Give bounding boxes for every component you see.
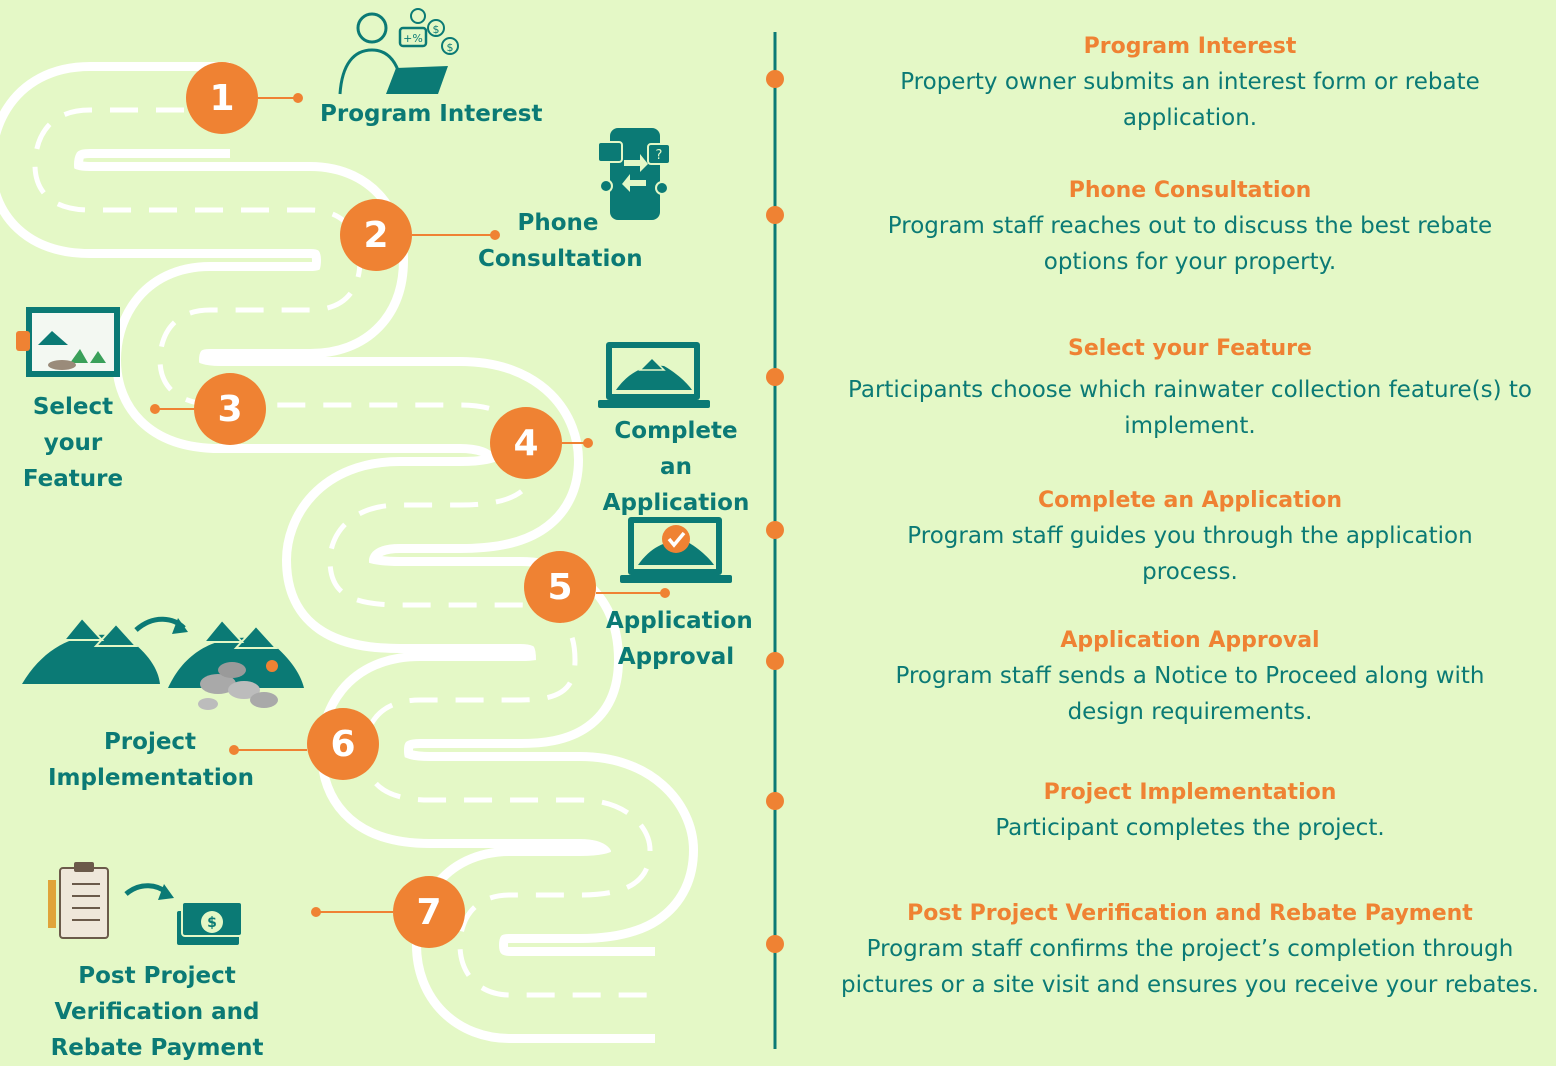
- house-to-rock-garden-icon: [22, 616, 304, 710]
- step-2-label: Phone Consultation: [478, 210, 643, 272]
- step-5-number: 5: [524, 551, 596, 623]
- step-7-number: 7: [393, 876, 465, 948]
- desc-title: Application Approval: [1060, 628, 1320, 653]
- desc-text: Property owner submits an interest form …: [900, 69, 1480, 131]
- desc-title: Post Project Verification and Rebate Pay…: [907, 901, 1473, 926]
- desc-title: Complete an Application: [1038, 488, 1342, 513]
- step-4-label: Complete an Application: [602, 418, 750, 516]
- step-1-number: 1: [186, 62, 258, 134]
- step-6-label: Project Implementation: [48, 729, 254, 791]
- desc-step-1: Program Interest Property owner submits …: [820, 30, 1556, 136]
- desc-step-4: Complete an Application Program staff gu…: [820, 484, 1556, 590]
- svg-text:?: ?: [656, 148, 663, 163]
- desc-title: Program Interest: [1083, 34, 1297, 59]
- desc-text: Program staff reaches out to discuss the…: [887, 213, 1493, 275]
- step-3-label: Select your Feature: [22, 394, 124, 492]
- clipboard-garden-icon: [16, 307, 120, 377]
- svg-text:$: $: [447, 41, 454, 54]
- step-1-label: Program Interest: [320, 101, 543, 127]
- step-4-number: 4: [490, 407, 562, 479]
- checklist-to-money-icon: $: [48, 862, 243, 947]
- desc-text: Program staff guides you through the app…: [907, 523, 1473, 585]
- desc-text: Participants choose which rainwater coll…: [848, 377, 1532, 439]
- desc-step-7: Post Project Verification and Rebate Pay…: [820, 897, 1556, 1003]
- step-7-label: Post Project Verification and Rebate Pay…: [50, 963, 264, 1061]
- laptop-approved-icon: [620, 517, 732, 583]
- step-2-number: 2: [340, 199, 412, 271]
- desc-title: Project Implementation: [1043, 780, 1337, 805]
- phone-consultation-icon: ?: [597, 128, 671, 220]
- desc-step-6: Project Implementation Participant compl…: [820, 776, 1556, 846]
- step-3-number: 3: [194, 373, 266, 445]
- svg-text:+%: +%: [403, 32, 423, 45]
- timeline-dots: [766, 70, 784, 953]
- desc-step-5: Application Approval Program staff sends…: [820, 624, 1556, 730]
- person-laptop-finance-icon: +% $ $: [338, 8, 459, 95]
- desc-title: Phone Consultation: [1068, 178, 1312, 203]
- desc-text: Program staff confirms the project’s com…: [841, 936, 1539, 998]
- svg-text:$: $: [433, 23, 440, 36]
- step-5-label: Application Approval: [606, 608, 753, 670]
- desc-text: Program staff sends a Notice to Proceed …: [895, 663, 1485, 725]
- desc-title: Select your Feature: [1068, 336, 1312, 361]
- desc-step-2: Phone Consultation Program staff reaches…: [820, 174, 1556, 280]
- desc-step-3: Select your Feature Participants choose …: [820, 332, 1556, 444]
- laptop-house-icon: [598, 342, 710, 408]
- step-6-number: 6: [307, 708, 379, 780]
- svg-text:$: $: [207, 915, 217, 931]
- connectors: [150, 93, 670, 917]
- desc-text: Participant completes the project.: [995, 815, 1385, 841]
